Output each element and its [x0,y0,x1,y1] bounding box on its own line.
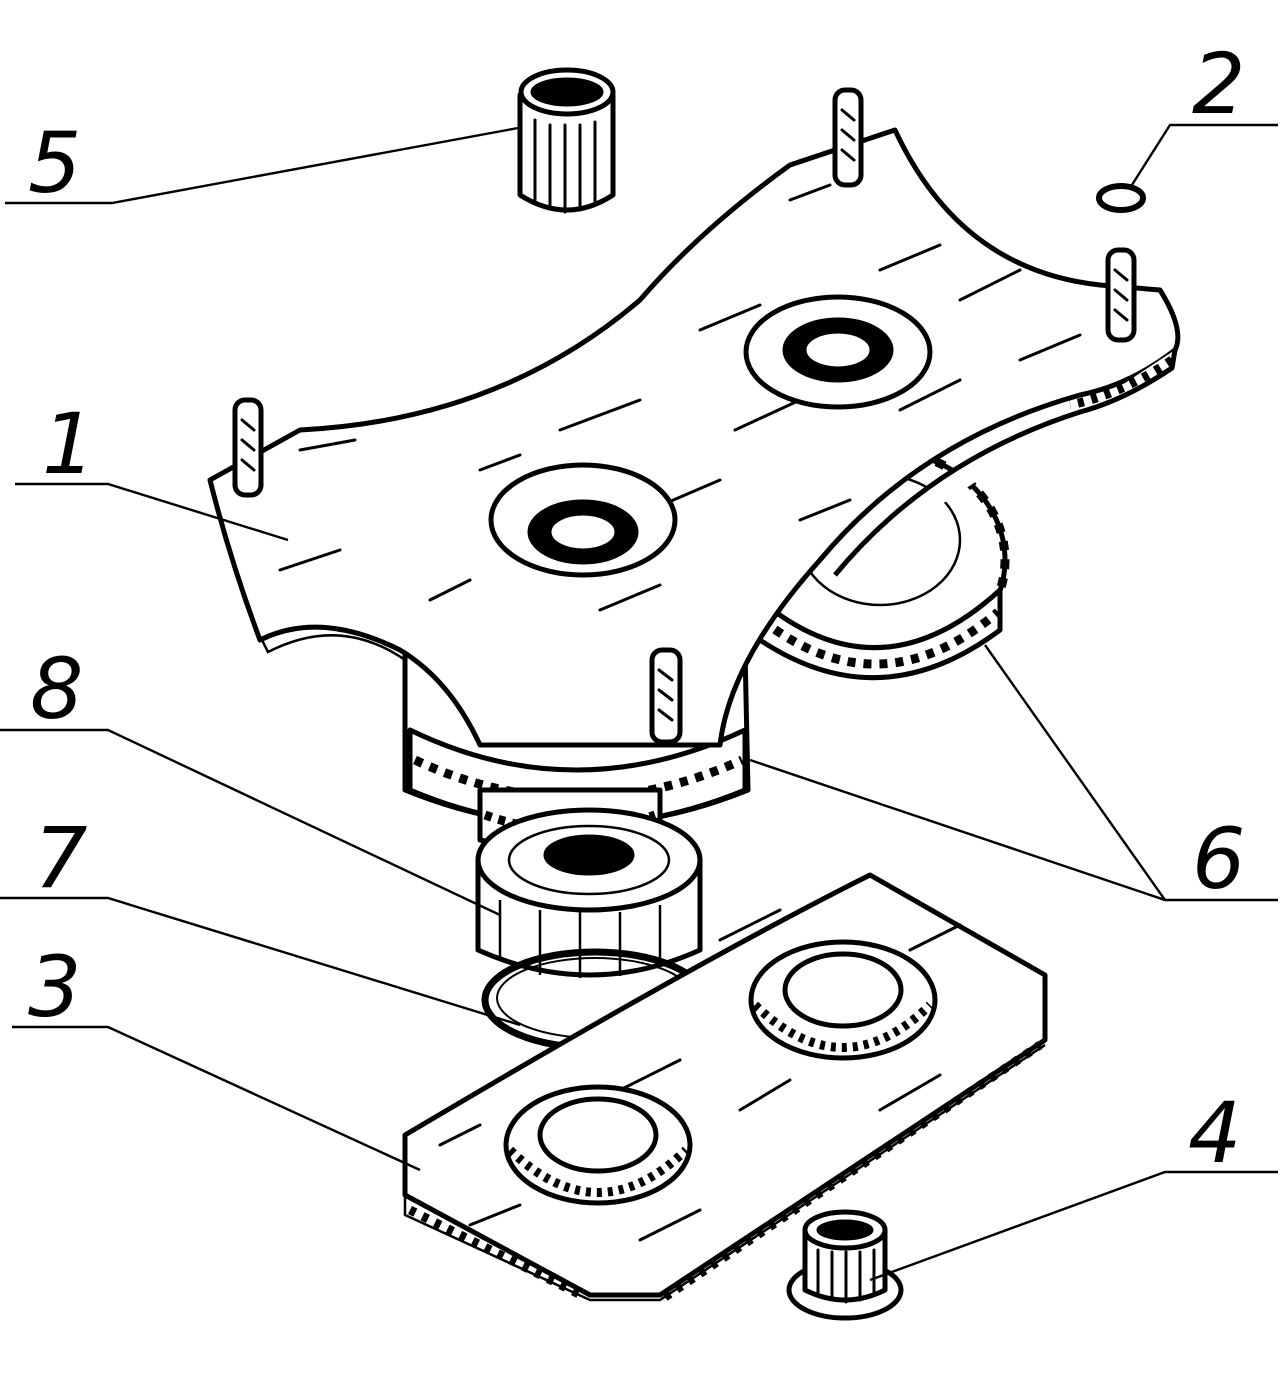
knurled-sleeve [517,67,616,214]
callout-7: 7 [34,809,87,907]
bushing [786,1209,904,1321]
leader-lines [0,123,1278,1282]
callout-1: 1 [42,395,95,493]
studs [232,87,1137,745]
bearing [475,807,703,978]
bottom-plate [402,872,1048,1302]
plate-surface-hatching [278,183,1082,612]
callout-4: 4 [1188,1084,1241,1182]
callout-3: 3 [28,938,81,1036]
callout-labels: 5 2 1 8 7 3 6 4 [28,35,1245,1182]
callout-2: 2 [1192,35,1245,133]
callout-6: 6 [1192,810,1245,908]
top-plate [207,127,1181,748]
callout-5: 5 [28,114,81,212]
callout-8: 8 [30,640,83,738]
washer [1096,183,1146,213]
